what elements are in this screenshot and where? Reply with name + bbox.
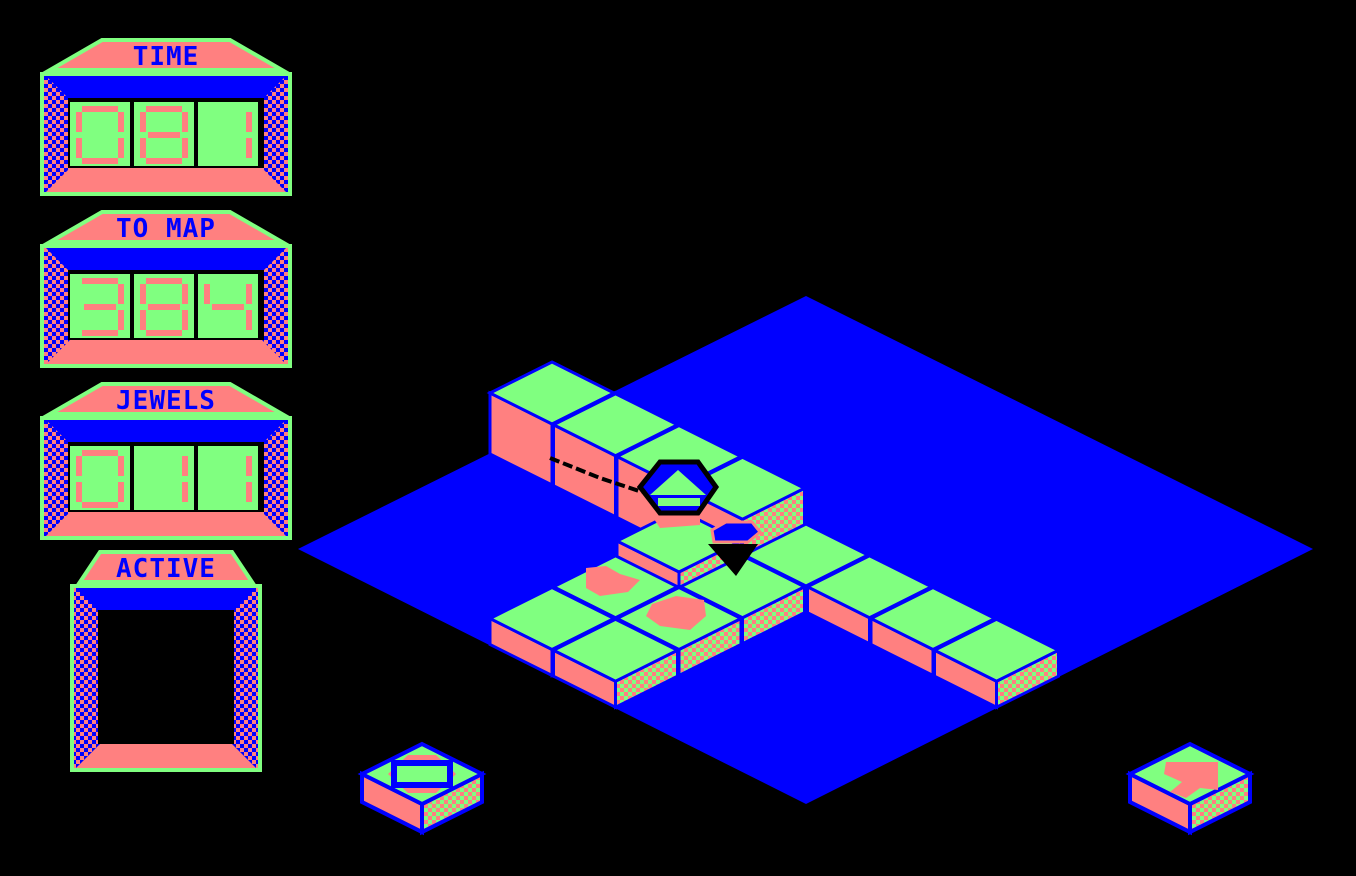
segment-d (146, 330, 182, 336)
segment-c (246, 482, 252, 502)
panel-window (98, 610, 234, 744)
segment-a (146, 106, 182, 112)
digit-3 (198, 446, 258, 510)
segment-b (246, 456, 252, 476)
active-label: ACTIVE (116, 554, 216, 584)
jewels-label: JEWELS (116, 386, 216, 416)
panel-header (42, 210, 290, 244)
jewels-panel: JEWELS (40, 382, 292, 540)
panel-header (42, 38, 290, 72)
panel-bottom-bevel (46, 168, 286, 192)
floor-tile (931, 617, 1062, 710)
block-top (931, 617, 1062, 683)
to-map-label: TO MAP (116, 214, 216, 244)
segment-b (182, 456, 188, 476)
active-panel: ACTIVE (70, 550, 262, 772)
panel-bottom-bevel (46, 512, 286, 536)
player-top (650, 470, 706, 495)
digit-2 (134, 274, 194, 338)
jewel-icon (708, 520, 763, 576)
floor-tile (550, 617, 681, 710)
time-label: TIME (133, 42, 200, 72)
panel-top-bevel (46, 76, 286, 100)
to-map-panel: TO MAP (40, 210, 292, 368)
gyroscope-player-icon[interactable] (636, 459, 720, 516)
segment-e (76, 138, 82, 158)
segment-b (118, 456, 124, 476)
digit-1 (70, 274, 130, 338)
segment-f (140, 284, 146, 304)
panel-bottom-bevel (76, 744, 256, 768)
segment-e (76, 482, 82, 502)
map-block-icon (391, 760, 453, 788)
panel-bottom-bevel (46, 340, 286, 364)
digit-1 (70, 102, 130, 166)
digit-2 (134, 446, 194, 510)
panel-header (76, 550, 256, 584)
segment-b (182, 284, 188, 304)
segment-c (246, 138, 252, 158)
segment-c (118, 310, 124, 330)
segment-d (82, 502, 118, 508)
direction-arrow-block-icon (1164, 762, 1218, 798)
segment-a (82, 450, 118, 456)
panel-frame (70, 550, 262, 772)
jewel-top (710, 520, 763, 544)
segment-b (246, 284, 252, 304)
segment-b (118, 284, 124, 304)
segment-d (82, 330, 118, 336)
segment-c (182, 310, 188, 330)
digit-1 (70, 446, 130, 510)
digit-2 (134, 102, 194, 166)
shadow-line (549, 456, 643, 494)
segment-g (212, 304, 244, 310)
digit-3 (198, 274, 258, 338)
direction-arrow-block-button[interactable] (1125, 741, 1255, 836)
panel-header (42, 382, 290, 416)
arrow-marker (586, 566, 640, 596)
arrow-marker (650, 512, 700, 528)
digit-3 (198, 102, 258, 166)
segment-b (182, 112, 188, 132)
segment-f (76, 456, 82, 476)
segment-b (246, 112, 252, 132)
map-block-button[interactable] (357, 741, 487, 836)
isometric-playfield (298, 296, 1313, 804)
panel-top-bevel (76, 588, 256, 612)
segment-c (246, 310, 252, 330)
segment-c (118, 482, 124, 502)
segment-a (82, 278, 118, 284)
player-band (658, 498, 700, 506)
segment-f (76, 112, 82, 132)
segment-b (118, 112, 124, 132)
segment-g (148, 304, 180, 310)
segment-g (148, 132, 180, 138)
segment-e (140, 138, 146, 158)
segment-c (182, 482, 188, 502)
arrow-marker (646, 596, 706, 630)
segment-c (118, 138, 124, 158)
segment-a (146, 278, 182, 284)
jewel-point (708, 544, 758, 576)
segment-c (182, 138, 188, 158)
segment-e (140, 310, 146, 330)
panel-top-bevel (46, 248, 286, 272)
segment-f (140, 112, 146, 132)
time-panel: TIME (40, 38, 292, 196)
segment-d (82, 158, 118, 164)
segment-a (82, 106, 118, 112)
segment-d (146, 158, 182, 164)
panel-top-bevel (46, 420, 286, 444)
segment-g (84, 304, 116, 310)
block-top (550, 617, 681, 683)
segment-f (204, 284, 210, 304)
